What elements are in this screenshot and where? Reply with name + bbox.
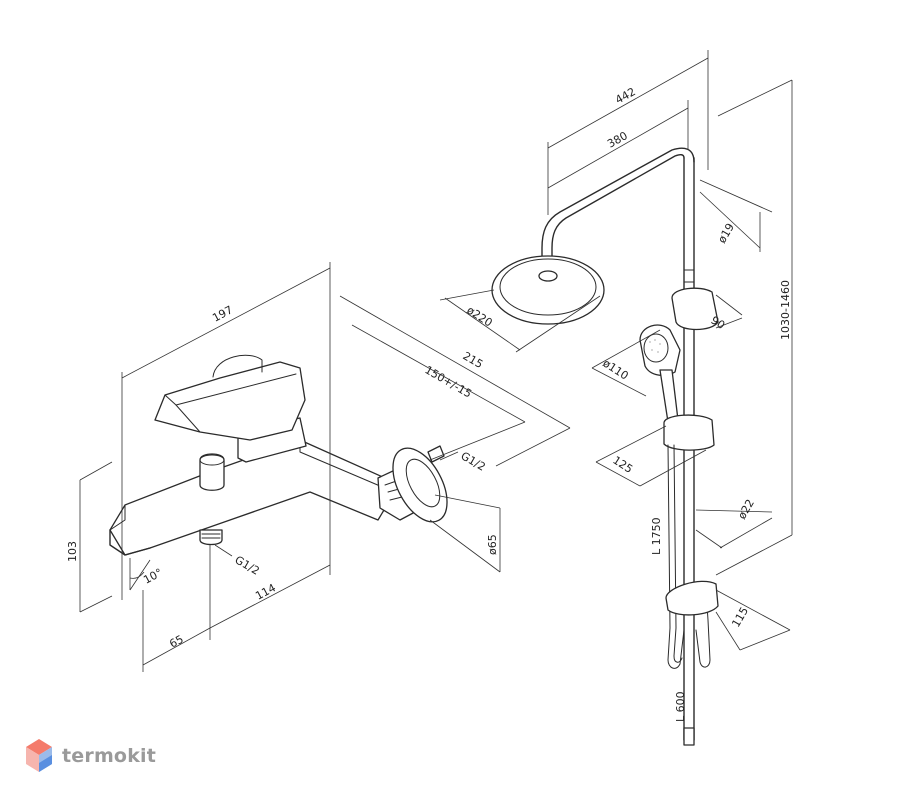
dim-90: 90 <box>708 314 727 333</box>
dim-d22: ø22 <box>735 497 757 521</box>
dim-d19: ø19 <box>715 221 737 245</box>
dim-l1750: L 1750 <box>650 517 663 555</box>
bath-mixer <box>109 354 448 556</box>
dim-125: 125 <box>610 454 635 476</box>
dim-442: 442 <box>613 85 638 107</box>
shower-dimension-lines <box>439 50 793 651</box>
termokit-cube-icon <box>26 739 52 772</box>
dim-g12-wall: G1/2 <box>459 449 488 473</box>
dim-g12-spout: G1/2 <box>233 553 262 577</box>
dim-d110: ø110 <box>600 357 630 383</box>
mixer-dimension-lines <box>79 262 571 672</box>
dim-1030-1460: 1030-1460 <box>779 280 792 340</box>
dim-65: 65 <box>167 633 185 651</box>
shower-system <box>491 147 719 746</box>
dim-d65: ø65 <box>486 534 499 555</box>
dim-l600: L 600 <box>674 691 687 722</box>
dim-d220: ø220 <box>464 304 494 330</box>
dim-10deg: 10° <box>141 566 164 587</box>
dim-103: 103 <box>66 541 79 562</box>
dim-114: 114 <box>253 581 278 602</box>
termokit-logo: termokit <box>24 737 156 775</box>
dim-115: 115 <box>729 605 751 630</box>
dim-215: 215 <box>461 349 486 371</box>
dim-197: 197 <box>210 303 235 324</box>
termokit-logo-text: termokit <box>62 745 157 767</box>
dim-380: 380 <box>605 129 630 151</box>
dim-150-15: 150+/-15 <box>423 363 474 400</box>
